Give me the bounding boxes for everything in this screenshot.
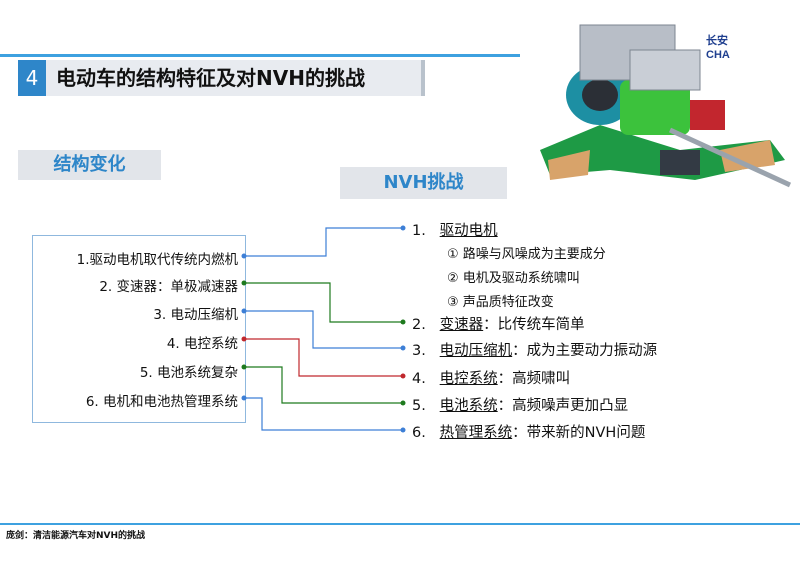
nvh-item: 2. 变速器：比传统车简单 (412, 313, 585, 334)
nvh-item-desc: ：高频啸叫 (497, 371, 571, 387)
controller-box-shape (629, 49, 701, 91)
nvh-item-number: 6. (412, 425, 426, 441)
mount-shape (720, 140, 775, 172)
section-number: 4 (18, 60, 46, 96)
structure-item: 5. 电池系统复杂 (139, 365, 238, 381)
structure-item: 3. 电动压缩机 (153, 307, 238, 323)
nvh-challenge-label: NVH挑战 (340, 167, 507, 199)
component-shape (660, 150, 700, 175)
page-title: 电动车的结构特征及对NVH的挑战 (56, 66, 365, 90)
motor-subitem: ③ 声品质特征改变 (447, 295, 554, 310)
connector-battery (244, 366, 402, 404)
reducer-shape (620, 80, 690, 135)
nvh-item-name: 热管理系统 (439, 425, 513, 441)
connector-dot (400, 225, 406, 231)
footer-text: 庞剑：清洁能源汽车对NVH的挑战 (6, 531, 146, 541)
nvh-item-number: 4. (412, 371, 426, 387)
nvh-item: 5. 电池系统：高频噪声更加凸显 (412, 394, 628, 415)
driveshaft-shape (668, 127, 792, 188)
nvh-item: 1. 驱动电机 (412, 219, 498, 240)
nvh-item-name: 变速器 (439, 317, 484, 333)
motor-core-shape (582, 79, 618, 111)
connector-transmission (244, 282, 402, 323)
connector-motor (244, 227, 402, 257)
compressor-shape (690, 100, 725, 130)
brand-logo: 长安 (706, 33, 728, 47)
nvh-item-desc: ：成为主要动力振动源 (512, 343, 658, 359)
connector-dot (241, 253, 247, 259)
brand-logo-latin: CHA (706, 49, 730, 61)
nvh-item-number: 3. (412, 343, 426, 359)
mount-shape (548, 150, 590, 180)
connector-dot (400, 319, 406, 325)
connector-dot (241, 364, 247, 370)
nvh-item-name: 电控系统 (439, 371, 498, 387)
structure-item: 2. 变速器：单极减速器 (99, 279, 238, 295)
connector-dot (400, 427, 406, 433)
connector-dot (241, 308, 247, 314)
nvh-item-desc: ：高频噪声更加凸显 (497, 398, 629, 414)
connector-dot (400, 373, 406, 379)
connector-thermal (244, 397, 402, 431)
structure-change-label: 结构变化 (18, 150, 161, 180)
nvh-item-number: 5. (412, 398, 426, 414)
connector-dot (241, 395, 247, 401)
connector-compressor (244, 310, 402, 349)
structure-item: 1.驱动电机取代传统内燃机 (76, 252, 238, 268)
connector-dot (241, 336, 247, 342)
connector-controller (244, 338, 402, 377)
nvh-item: 4. 电控系统：高频啸叫 (412, 367, 570, 388)
header-divider (0, 54, 800, 57)
nvh-item-number: 2. (412, 317, 426, 333)
nvh-item: 3. 电动压缩机：成为主要动力振动源 (412, 339, 657, 360)
motor-subitem: ① 路噪与风噪成为主要成分 (447, 247, 606, 262)
structure-item: 4. 电控系统 (166, 336, 238, 352)
connector-dot (241, 280, 247, 286)
nvh-item-number: 1. (412, 223, 426, 239)
connector-dot (400, 345, 406, 351)
nvh-item-name: 电动压缩机 (439, 343, 513, 359)
nvh-item: 6. 热管理系统：带来新的NVH问题 (412, 421, 645, 442)
nvh-item-name: 驱动电机 (439, 223, 498, 239)
section-title-bar: 4 电动车的结构特征及对NVH的挑战 (18, 60, 425, 96)
connector-dot (400, 400, 406, 406)
structure-list-box (32, 235, 246, 423)
nvh-item-desc: ：带来新的NVH问题 (512, 425, 646, 441)
footer-divider (0, 523, 800, 525)
nvh-item-name: 电池系统 (439, 398, 498, 414)
powertrain-illustration: 长安 CHA (520, 0, 800, 215)
structure-item: 6. 电机和电池热管理系统 (85, 394, 238, 410)
motor-subitem: ② 电机及驱动系统啸叫 (447, 271, 580, 286)
nvh-item-desc: ：比传统车简单 (483, 317, 585, 333)
